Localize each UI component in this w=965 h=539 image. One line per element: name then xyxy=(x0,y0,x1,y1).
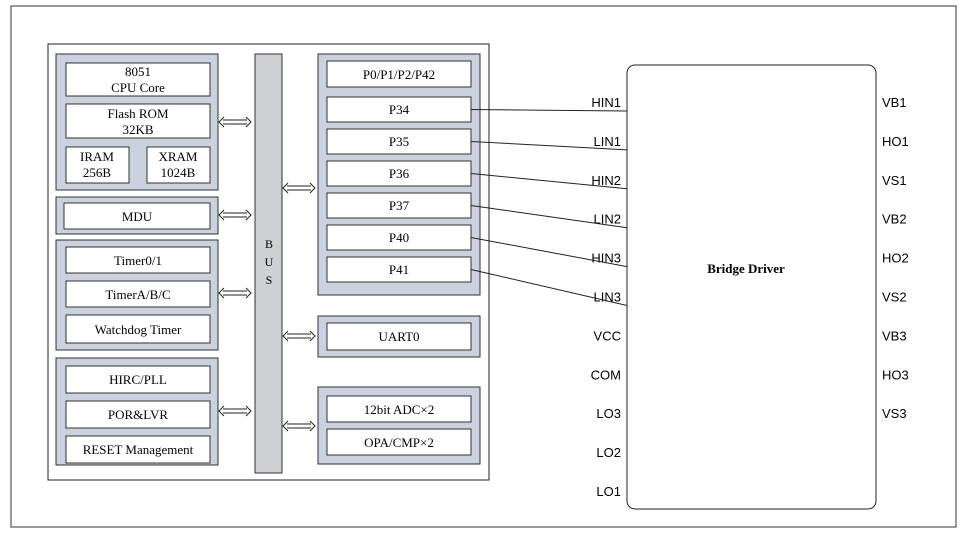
bridge-pin-ho1: HO1 xyxy=(882,134,909,149)
port-label-p37: P37 xyxy=(389,198,410,213)
port-box-p34 xyxy=(326,96,472,123)
bridge-pin-vs1: VS1 xyxy=(882,173,907,188)
bridge-pin-vb3: VB3 xyxy=(882,328,907,343)
porlvr-box xyxy=(65,400,211,429)
port-label-p35: P35 xyxy=(389,134,409,149)
hirc-label: HIRC/PLL xyxy=(109,372,167,387)
timer01-label: Timer0/1 xyxy=(114,253,162,268)
timerabc-label: TimerA/B/C xyxy=(105,287,170,302)
xram-line1: XRAM xyxy=(158,149,197,164)
bridge-pin-lin3: LIN3 xyxy=(594,290,621,305)
ports-header-box xyxy=(326,60,472,88)
wire-p35 xyxy=(470,141,628,151)
bridge-driver: Bridge Driver HIN1LIN1HIN2LIN2HIN3LIN3VC… xyxy=(591,64,909,510)
xram-box xyxy=(146,146,211,184)
bridge-pin-vs3: VS3 xyxy=(882,406,907,421)
bridge-pin-vcc: VCC xyxy=(594,328,621,343)
adc-label: 12bit ADC×2 xyxy=(364,402,435,417)
bridge-pin-com: COM xyxy=(591,367,621,382)
hirc-box xyxy=(65,365,211,394)
flash-box xyxy=(65,103,211,139)
uart-group: UART0 xyxy=(317,315,481,358)
iram-line2: 256B xyxy=(83,165,112,180)
bridge-pin-lin1: LIN1 xyxy=(594,134,621,149)
bus-letter-s: S xyxy=(266,273,273,287)
iram-line1: IRAM xyxy=(80,149,114,164)
bridge-pin-hin2: HIN2 xyxy=(591,173,621,188)
port-label-p40: P40 xyxy=(389,230,409,245)
bridge-pin-hin1: HIN1 xyxy=(591,95,621,110)
bridge-pin-vs2: VS2 xyxy=(882,290,907,305)
watchdog-label: Watchdog Timer xyxy=(95,322,182,337)
analog-group: 12bit ADC×2 OPA/CMP×2 xyxy=(317,386,481,465)
port-box-p35 xyxy=(326,128,472,155)
reset-box xyxy=(65,435,211,464)
bridge-pin-lin2: LIN2 xyxy=(594,212,621,227)
port-box-p36 xyxy=(326,160,472,187)
bus-letter-u: U xyxy=(265,255,274,269)
port-box-p37 xyxy=(326,192,472,219)
iram-box xyxy=(65,146,130,184)
adc-box xyxy=(326,395,472,423)
bridge-pin-hin3: HIN3 xyxy=(591,251,621,266)
bus: B U S xyxy=(254,53,283,474)
bridge-pin-ho3: HO3 xyxy=(882,367,909,382)
port-label-p36: P36 xyxy=(389,166,410,181)
opa-label: OPA/CMP×2 xyxy=(364,435,434,450)
cpu-core-box xyxy=(65,62,211,97)
mdu-box xyxy=(63,202,211,230)
cpu-core-line1: 8051 xyxy=(125,64,151,79)
porlvr-label: POR&LVR xyxy=(108,407,169,422)
xram-line2: 1024B xyxy=(161,165,196,180)
wire-p37 xyxy=(470,205,628,229)
wire-p34 xyxy=(470,109,628,112)
bridge-pin-lo2: LO2 xyxy=(596,445,621,460)
bridge-pin-vb2: VB2 xyxy=(882,212,907,227)
timer-group: Timer0/1 TimerA/B/C Watchdog Timer xyxy=(55,239,219,351)
uart-label: UART0 xyxy=(378,329,419,344)
mdu-group: MDU xyxy=(55,196,219,235)
ports-header-label: P0/P1/P2/P42 xyxy=(363,67,435,82)
bridge-pin-vb1: VB1 xyxy=(882,95,907,110)
bridge-pin-lo3: LO3 xyxy=(596,406,621,421)
flash-line2: 32KB xyxy=(122,122,153,137)
timer01-box xyxy=(65,246,211,274)
wire-p36 xyxy=(470,173,628,190)
cpu-core-line2: CPU Core xyxy=(111,80,165,95)
timerabc-box xyxy=(65,280,211,308)
opa-box xyxy=(326,428,472,456)
flash-line1: Flash ROM xyxy=(107,106,168,121)
outer-frame xyxy=(10,5,957,528)
port-label-p34: P34 xyxy=(389,102,410,117)
wire-p40 xyxy=(470,237,628,268)
bridge-pin-ho2: HO2 xyxy=(882,251,909,266)
reset-label: RESET Management xyxy=(83,442,194,457)
cpu-group: 8051 CPU Core Flash ROM 32KB IRAM 256B X… xyxy=(55,53,219,191)
watchdog-box xyxy=(65,314,211,344)
bridge-driver-title: Bridge Driver xyxy=(707,261,785,276)
mdu-label: MDU xyxy=(122,209,153,224)
bus-letter-b: B xyxy=(265,237,273,251)
clock-reset-group: HIRC/PLL POR&LVR RESET Management xyxy=(55,357,219,466)
wire-p41 xyxy=(470,269,628,306)
port-label-p41: P41 xyxy=(389,262,409,277)
uart-box xyxy=(326,322,472,351)
bridge-pin-lo1: LO1 xyxy=(596,484,621,499)
